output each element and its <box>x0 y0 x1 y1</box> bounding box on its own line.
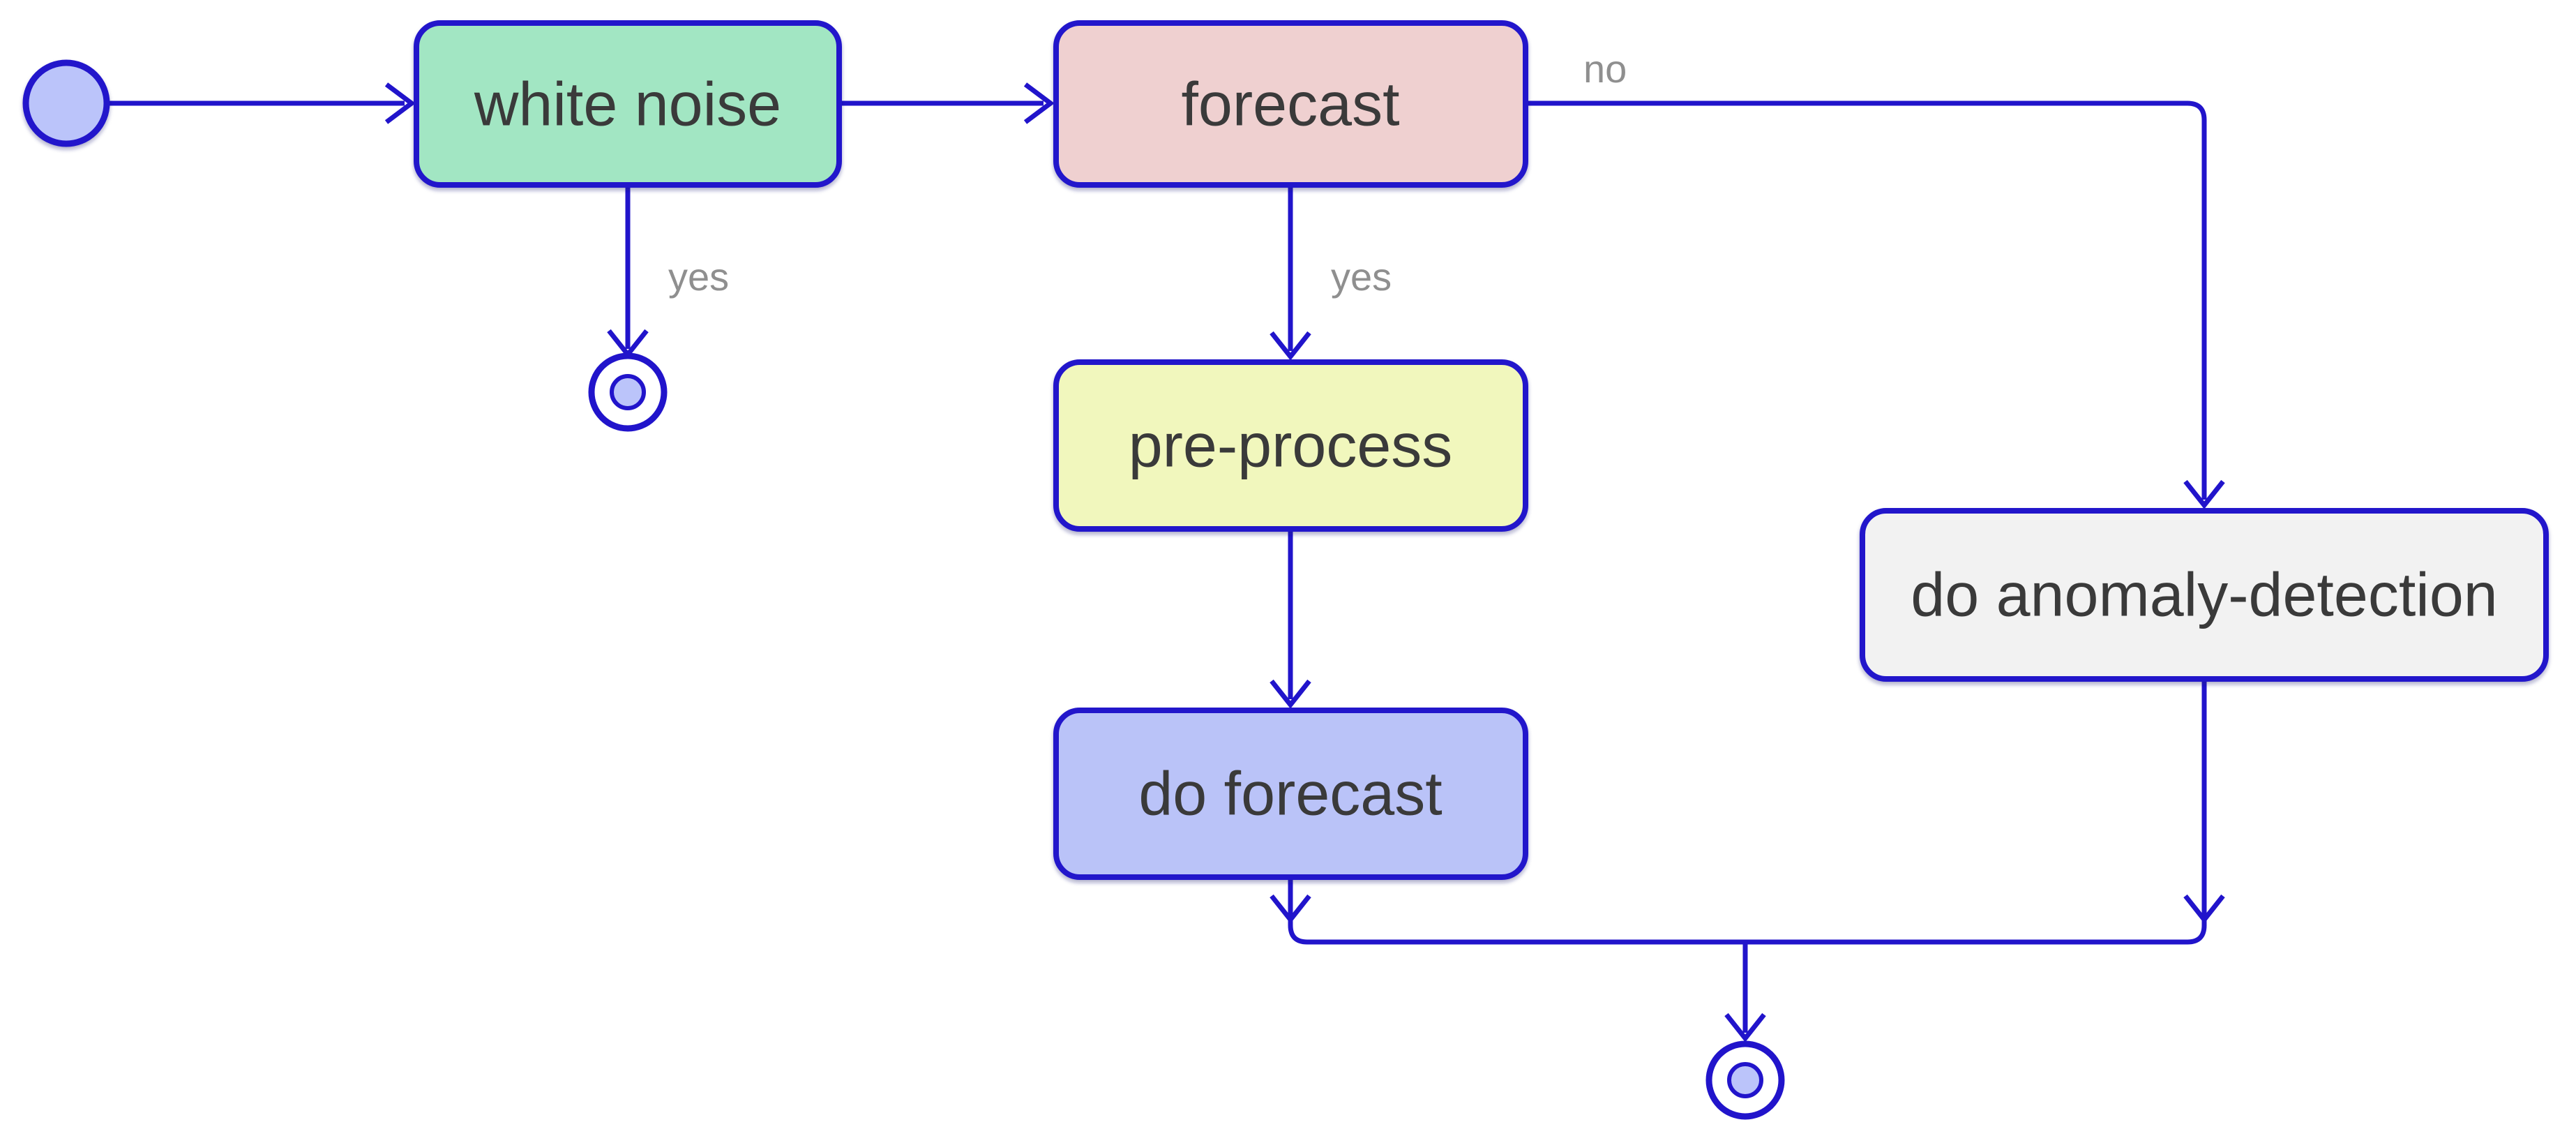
arrowhead-into-white-noise <box>384 82 416 124</box>
pre-process-label: pre-process <box>1129 411 1453 480</box>
pre-process-box <box>1053 359 1528 532</box>
node-forecast: forecast <box>1053 20 1528 188</box>
do-forecast-label: do forecast <box>1138 759 1442 828</box>
node-layer: white noise forecast pre-process do fore… <box>22 20 2549 1120</box>
node-start <box>22 59 110 147</box>
node-end-main <box>1705 1040 1785 1120</box>
initial-state-circle <box>22 59 110 147</box>
arrowhead-into-end-main <box>1724 1012 1766 1042</box>
node-end-white-noise <box>588 352 668 432</box>
node-white-noise: white noise <box>414 20 842 188</box>
edge-label-layer: yes yes no <box>668 47 1627 299</box>
final-state-inner-dot <box>610 374 646 410</box>
node-do-anomaly-detection: do anomaly-detection <box>1860 508 2549 682</box>
white-noise-label: white noise <box>474 70 781 139</box>
edge-forecast-to-anomaly <box>1526 100 2207 500</box>
white-noise-box <box>414 20 842 188</box>
edge-anomaly-to-merge <box>1745 679 2207 945</box>
arrowhead-into-forecast <box>1023 82 1055 124</box>
forecast-box <box>1053 20 1528 188</box>
arrowhead-anomaly-merge <box>2183 894 2225 924</box>
edge-label-yes-white-noise: yes <box>668 255 729 299</box>
final-state-inner-dot <box>1727 1062 1763 1098</box>
edge-layer <box>107 82 2225 1042</box>
node-do-forecast: do forecast <box>1053 708 1528 880</box>
arrowhead-into-do-forecast <box>1270 679 1311 709</box>
do-anomaly-detection-box <box>1860 508 2549 682</box>
arrowhead-do-forecast-merge <box>1270 894 1311 924</box>
forecast-label: forecast <box>1181 70 1399 139</box>
edge-do-forecast-to-merge <box>1288 877 1745 945</box>
do-anomaly-detection-label: do anomaly-detection <box>1911 560 2497 629</box>
edge-label-yes-forecast: yes <box>1331 255 1392 299</box>
node-pre-process: pre-process <box>1053 359 1528 532</box>
arrowhead-into-anomaly <box>2183 479 2225 509</box>
do-forecast-box <box>1053 708 1528 880</box>
edge-label-no-forecast: no <box>1583 47 1627 91</box>
arrowhead-into-pre-process <box>1270 331 1311 361</box>
